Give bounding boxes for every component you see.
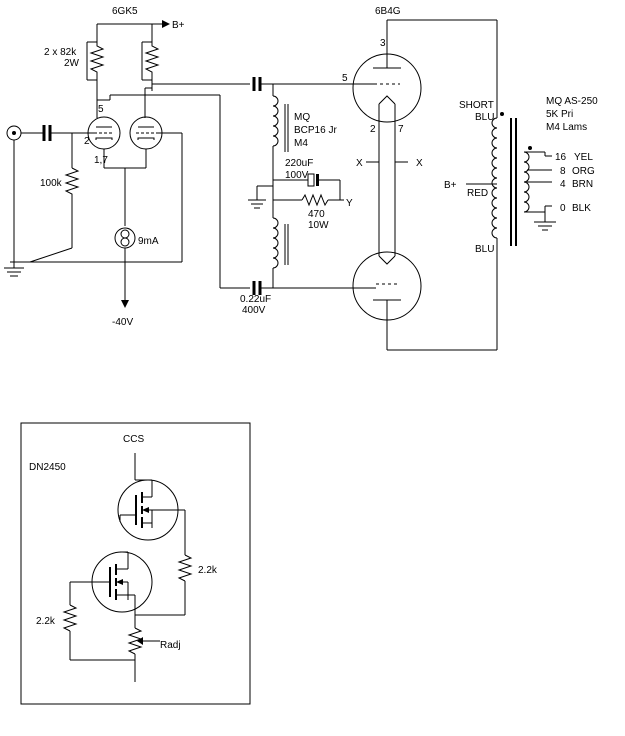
label-22k-right: 2.2k xyxy=(198,565,218,576)
label-radj: Radj xyxy=(160,640,181,651)
plate-resistor-right xyxy=(144,42,160,80)
label-red: RED xyxy=(467,188,488,199)
label-2w: 2W xyxy=(64,58,80,69)
label-10w: 10W xyxy=(308,220,329,231)
label-022uf: 0.22uF xyxy=(240,294,271,305)
ccs-inset-frame xyxy=(20,422,251,705)
resistor-right-22k xyxy=(177,554,193,582)
label-6b4g: 6B4G xyxy=(375,6,401,17)
label-xfmr-lams: M4 Lams xyxy=(546,122,587,133)
tap-0-color: BLK xyxy=(572,203,591,214)
output-stage: 6B4G 3 2 7 X X xyxy=(352,6,498,351)
label-choke-m4: M4 xyxy=(294,138,308,149)
tap-16: 16 xyxy=(555,152,567,163)
grid-resistor xyxy=(64,167,80,248)
label-choke-model: BCP16 Jr xyxy=(294,125,337,136)
label-pin17: 1,7 xyxy=(94,155,108,166)
tap-8-color: ORG xyxy=(572,166,595,177)
label-ccs-title: CCS xyxy=(123,434,144,445)
coupling-network: 5 0.22uF 400V MQ BCP16 Jr M4 Y 220uF 100… xyxy=(240,73,376,316)
choke-upper-winding xyxy=(272,95,279,147)
label-xfmr-pri: 5K Pri xyxy=(546,109,573,120)
label-blu-bottom: BLU xyxy=(475,244,494,255)
tap-4-color: BRN xyxy=(572,179,593,190)
primary-winding xyxy=(491,117,498,239)
label-6gk5: 6GK5 xyxy=(112,6,138,17)
label-9ma: 9mA xyxy=(138,236,159,247)
resistor-left-22k xyxy=(62,604,78,632)
label-xfmr-model: MQ AS-250 xyxy=(546,96,598,107)
label-choke-mq: MQ xyxy=(294,112,310,123)
choke-lower-winding xyxy=(272,217,279,269)
label-y: Y xyxy=(346,198,353,209)
label-pin5-right: 5 xyxy=(342,73,348,84)
label-dn2450: DN2450 xyxy=(29,462,66,473)
label-400v: 400V xyxy=(242,305,266,316)
label-neg40v: -40V xyxy=(112,317,133,328)
ccs-inset: CCS DN2450 2.2k xyxy=(20,422,251,705)
label-blu-top: BLU xyxy=(475,112,494,123)
label-short: SHORT xyxy=(459,100,494,111)
label-2x82k: 2 x 82k xyxy=(44,47,77,58)
neg-supply-arrow-icon xyxy=(121,300,129,308)
tap-8: 8 xyxy=(560,166,566,177)
label-pin2-left: 2 xyxy=(84,136,90,147)
label-pin3: 3 xyxy=(380,38,386,49)
bias-resistor xyxy=(301,193,329,207)
plate-resistor-left xyxy=(89,42,105,80)
label-470: 470 xyxy=(308,209,325,220)
label-pin2-right: 2 xyxy=(370,124,376,135)
label-pin7: 7 xyxy=(398,124,404,135)
tap-4: 4 xyxy=(560,179,566,190)
label-100v: 100V xyxy=(285,170,309,181)
label-220uf: 220uF xyxy=(285,158,313,169)
label-bplus-red: B+ xyxy=(444,180,457,191)
driver-stage: 6GK5 B+ 2 x 82k 2W 5 xyxy=(4,6,250,328)
tap-16-color: YEL xyxy=(574,152,593,163)
potentiometer-radj xyxy=(127,627,143,655)
label-bplus-top: B+ xyxy=(172,20,185,31)
bplus-arrow-icon xyxy=(162,20,170,28)
secondary-winding xyxy=(523,151,530,213)
label-x-right: X xyxy=(416,158,423,169)
label-22k-left: 2.2k xyxy=(36,616,56,627)
output-transformer: SHORT BLU B+ RED BLU MQ AS-250 5K Pri M4… xyxy=(444,96,598,255)
tap-0: 0 xyxy=(560,203,566,214)
label-100k: 100k xyxy=(40,178,63,189)
label-x-left: X xyxy=(356,158,363,169)
label-pin5-left: 5 xyxy=(98,104,104,115)
